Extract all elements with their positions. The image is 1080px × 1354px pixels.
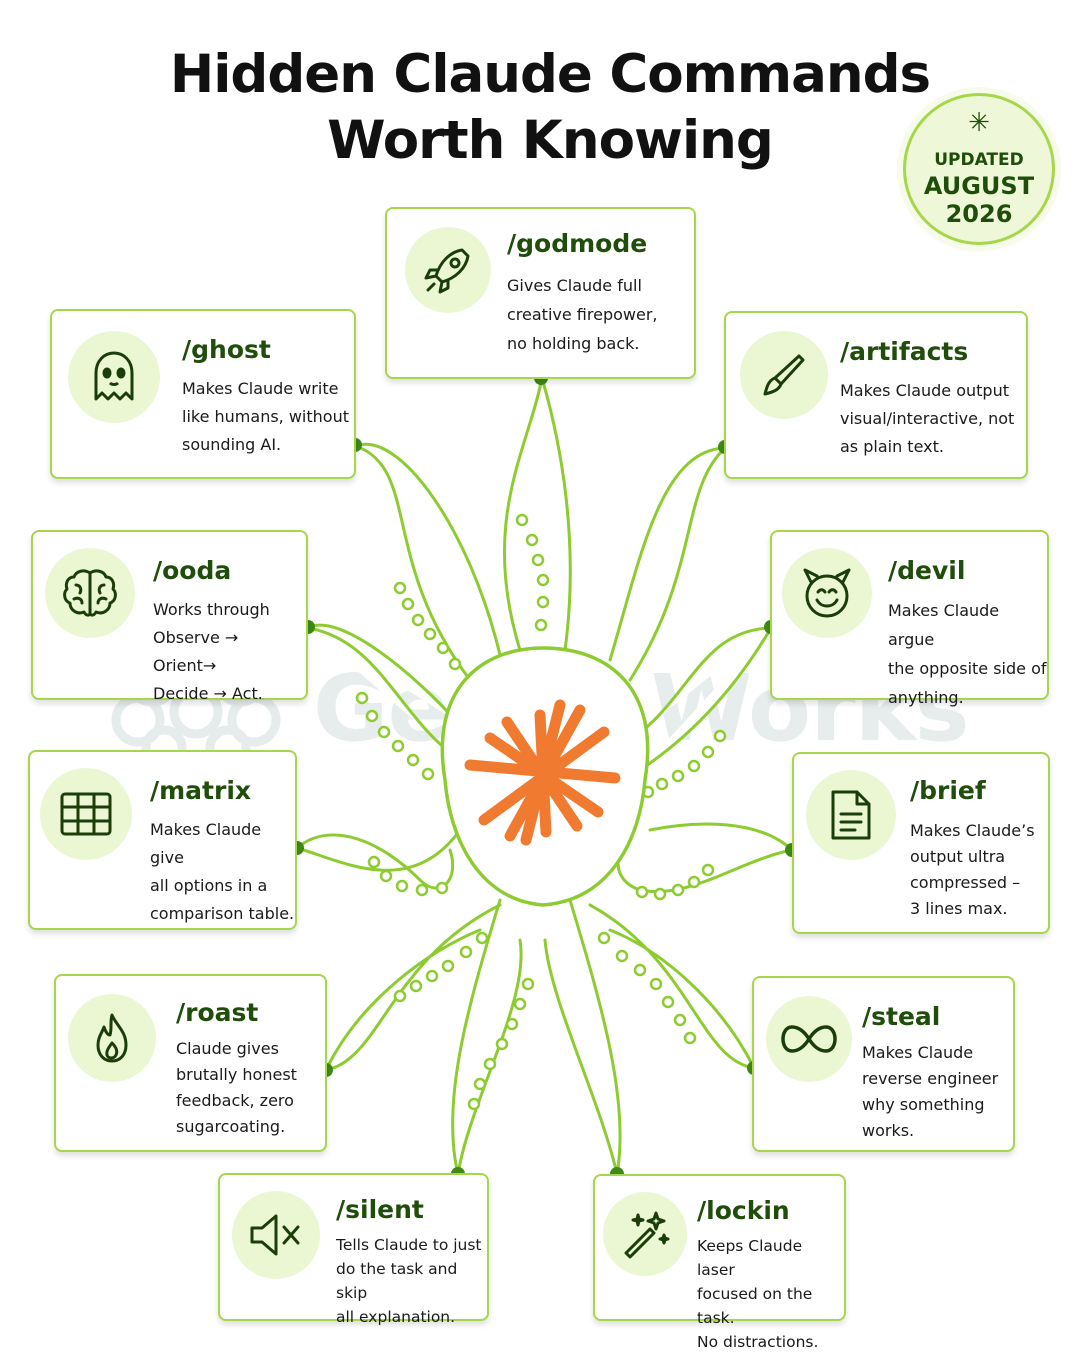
command-name: /brief [910, 776, 986, 805]
badge-line-1: UPDATED [934, 150, 1024, 170]
brush-icon [740, 331, 828, 419]
command-name: /artifacts [840, 337, 969, 366]
tentacle-steal [588, 903, 756, 1070]
card-matrix: /matrix Makes Claude give all options in… [28, 750, 297, 930]
command-description: Makes Claude’s output ultra compressed –… [910, 821, 1035, 918]
devil-face-icon [782, 548, 872, 638]
tentacle-silent [451, 898, 523, 1176]
command-name: /godmode [507, 229, 648, 258]
command-name: /silent [336, 1195, 424, 1224]
command-name: /lockin [697, 1196, 790, 1225]
badge-line-3: 2026 [945, 200, 1013, 228]
card-brief: /brief Makes Claude’s output ultra compr… [792, 752, 1050, 934]
magic-wand-icon [603, 1192, 687, 1276]
tentacle-devil [628, 626, 773, 772]
flame-icon [68, 994, 156, 1082]
title-line-1: Hidden Claude Commands [169, 44, 931, 105]
asterisk-icon: ✳ [968, 108, 990, 138]
grid-icon [40, 768, 132, 860]
title-line-2: Worth Knowing [327, 110, 774, 171]
command-description: Makes Claude write like humans, without … [182, 379, 349, 454]
document-icon [806, 770, 896, 860]
command-name: /devil [888, 556, 966, 585]
tentacle-godmode [502, 376, 572, 652]
card-lockin: /lockin Keeps Claude laser focused on th… [593, 1174, 846, 1351]
tentacle-lockin [543, 898, 622, 1176]
command-name: /matrix [150, 776, 252, 805]
command-description: Claude gives brutally honest feedback, z… [176, 1039, 297, 1136]
infinity-icon [766, 996, 852, 1082]
badge-line-2: AUGUST [923, 172, 1035, 200]
updated-badge: ✳ UPDATED AUGUST 2026 [903, 93, 1055, 245]
suction-cups [355, 513, 727, 1111]
card-devil: /devil Makes Claude argue the opposite s… [770, 530, 1049, 707]
spark-icon [464, 699, 621, 846]
tentacle-ooda [306, 623, 462, 762]
card-silent: /silent Tells Claude to just do the task… [218, 1173, 489, 1326]
card-roast: /roast Claude gives brutally honest feed… [54, 974, 327, 1152]
page-title: Hidden Claude Commands Worth Knowing [0, 42, 1080, 174]
command-description: Makes Claude give all options in a compa… [150, 820, 295, 923]
command-name: /steal [862, 1002, 941, 1031]
command-description: Keeps Claude laser focused on the task. … [697, 1237, 819, 1351]
card-ghost: /ghost Makes Claude write like humans, w… [50, 309, 356, 479]
command-name: /ooda [153, 556, 232, 585]
card-artifacts: /artifacts Makes Claude output visual/in… [724, 311, 1028, 479]
ghost-icon [68, 331, 160, 423]
tentacle-brief [616, 822, 794, 893]
tentacle-artifacts [608, 446, 727, 682]
rocket-icon [405, 227, 491, 313]
command-description: Gives Claude full creative firepower, no… [507, 276, 658, 353]
card-steal: /steal Makes Claude reverse engineer why… [752, 976, 1015, 1152]
card-godmode: /godmode Gives Claude full creative fire… [385, 207, 696, 379]
command-name: /roast [176, 998, 259, 1027]
command-description: Makes Claude reverse engineer why someth… [862, 1043, 999, 1140]
command-description: Makes Claude argue the opposite side of … [888, 601, 1047, 707]
command-description: Makes Claude output visual/interactive, … [840, 381, 1015, 456]
speaker-mute-icon [232, 1191, 320, 1279]
command-name: /ghost [182, 335, 271, 364]
brain-icon [45, 548, 135, 638]
tentacle-ghost [354, 442, 502, 682]
command-description: Tells Claude to just do the task and ski… [336, 1236, 482, 1326]
command-description: Works through Observe → Orient→ Decide →… [153, 600, 270, 703]
card-ooda: /ooda Works through Observe → Orient→ De… [31, 530, 308, 703]
